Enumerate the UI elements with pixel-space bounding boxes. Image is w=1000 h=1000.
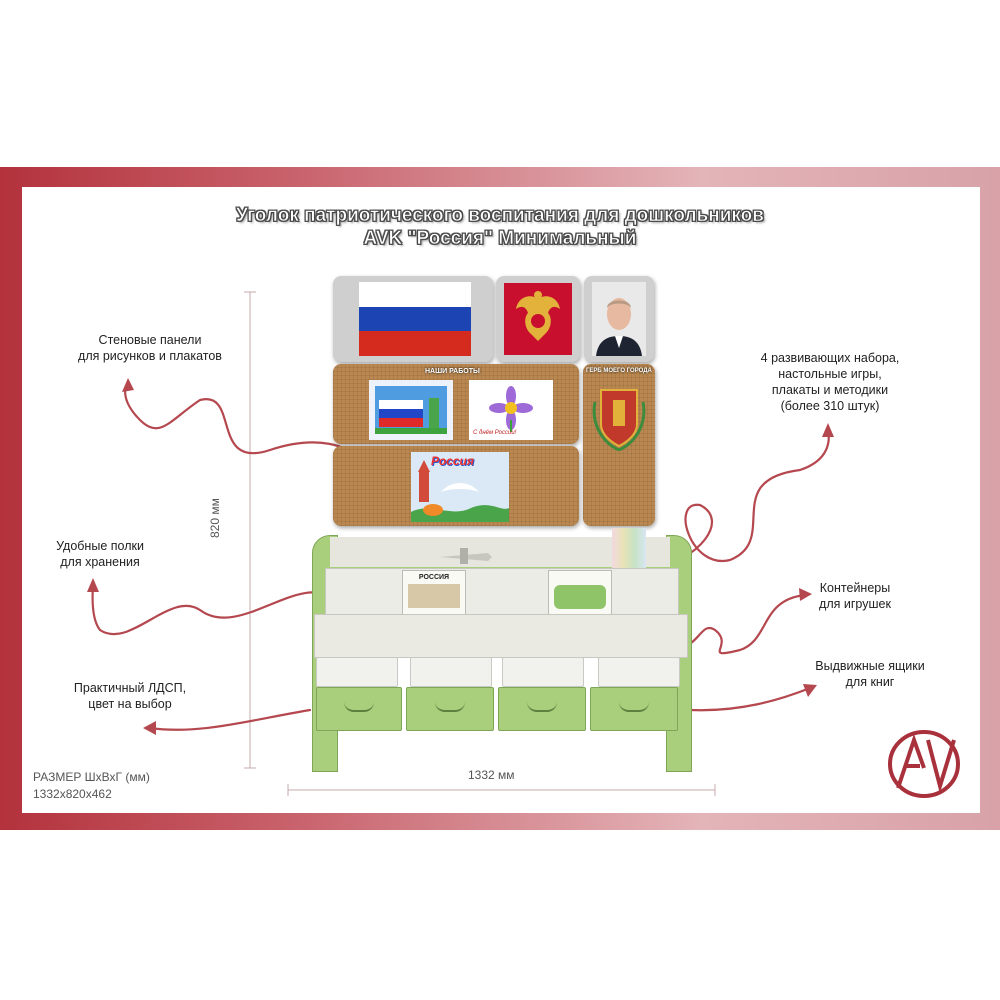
- container-1[interactable]: [316, 657, 398, 687]
- arrowhead-wall-panels: [122, 378, 134, 392]
- drawer-4[interactable]: [590, 687, 678, 731]
- label-sets-line3: плакаты и методики: [771, 383, 889, 397]
- container-4[interactable]: [598, 657, 680, 687]
- drawer-1[interactable]: [316, 687, 402, 731]
- drawing-russia-icon: [411, 452, 509, 522]
- arrowhead-containers: [799, 588, 812, 601]
- arrow-sets: [648, 428, 830, 572]
- drawer-3-handle[interactable]: [527, 702, 557, 712]
- book-map-image: [554, 585, 606, 609]
- logo-av-icon: [888, 730, 960, 798]
- label-sets-line2: настольные игры,: [778, 367, 882, 381]
- book-map: [548, 570, 612, 616]
- arrowhead-ldsp: [143, 721, 156, 735]
- dimension-width: 1332 мм: [468, 768, 515, 782]
- book-russia: РОССИЯ: [402, 570, 466, 616]
- board-our-works-title: НАШИ РАБОТЫ: [425, 368, 480, 375]
- flag-russia-icon: [359, 282, 471, 356]
- arrowhead-sets: [822, 423, 834, 437]
- panel-portrait: [584, 276, 654, 362]
- board-city-coat: ГЕРБ МОЕГО ГОРОДА: [583, 364, 655, 526]
- label-shelves-line1: Удобные полки: [56, 539, 144, 553]
- cabinet-front-rail: [314, 614, 688, 658]
- label-containers: Контейнеры для игрушек: [790, 580, 920, 612]
- drawing-card-caption: С днём России!: [473, 430, 517, 436]
- page-title-line1: Уголок патриотического воспитания для до…: [236, 205, 765, 227]
- posters-stack: [612, 528, 646, 570]
- coat-of-arms-icon: [504, 283, 572, 355]
- label-drawers-line2: для книг: [845, 675, 895, 689]
- size-label: РАЗМЕР ШхВхГ (мм): [33, 770, 150, 784]
- arrow-ldsp: [148, 708, 312, 731]
- arrowhead-drawers: [803, 684, 817, 697]
- portrait-icon: [592, 282, 646, 356]
- drawer-2[interactable]: [406, 687, 494, 731]
- board-our-works: НАШИ РАБОТЫ С днём России!: [333, 364, 579, 444]
- drawing-russia-caption: Россия: [431, 454, 474, 468]
- label-sets-line1: 4 развивающих набора,: [760, 351, 900, 365]
- book-russia-map: [408, 584, 460, 608]
- label-ldsp-line1: Практичный ЛДСП,: [73, 681, 187, 695]
- label-shelves-line2: для хранения: [60, 555, 140, 569]
- label-wall-panels: Стеновые панели для рисунков и плакатов: [55, 332, 245, 364]
- label-sets-line4: (более 310 штук): [780, 399, 880, 413]
- arrow-shelves: [91, 583, 337, 636]
- drawing-flower-icon: [469, 380, 553, 440]
- label-wall-panels-line2: для рисунков и плакатов: [78, 349, 222, 363]
- panel-flag: [333, 276, 493, 362]
- drawing-flag-icon: [369, 380, 453, 440]
- page-title-line2: AVK "Россия" Минимальный: [363, 228, 637, 250]
- label-containers-line2: для игрушек: [819, 597, 891, 611]
- label-containers-line1: Контейнеры: [819, 581, 891, 595]
- arrow-containers: [668, 593, 807, 655]
- arrow-drawers: [688, 686, 812, 712]
- size-value: 1332x820x462: [33, 787, 112, 801]
- container-2[interactable]: [410, 657, 492, 687]
- panel-coat-of-arms: [496, 276, 580, 362]
- city-coat-icon: [592, 389, 646, 452]
- arrowhead-shelves: [87, 578, 99, 592]
- board-bottom: Россия: [333, 446, 579, 526]
- label-sets: 4 развивающих набора, настольные игры, п…: [730, 350, 930, 414]
- drawer-3[interactable]: [498, 687, 586, 731]
- label-drawers-line1: Выдвижные ящики: [815, 659, 925, 673]
- dimension-lines: [244, 291, 716, 796]
- book-display-shelf: [325, 568, 679, 616]
- drawer-4-handle[interactable]: [619, 702, 649, 712]
- book-russia-title: РОССИЯ: [418, 574, 450, 581]
- callout-arrows: [91, 383, 830, 731]
- container-3[interactable]: [502, 657, 584, 687]
- drawer-1-handle[interactable]: [344, 702, 374, 712]
- label-drawers: Выдвижные ящики для книг: [795, 658, 945, 690]
- label-ldsp-line2: цвет на выбор: [88, 697, 172, 711]
- label-wall-panels-line1: Стеновые панели: [98, 333, 202, 347]
- board-city-coat-title: ГЕРБ МОЕГО ГОРОДА: [586, 368, 652, 374]
- toy-plane-icon: [440, 548, 492, 564]
- label-ldsp: Практичный ЛДСП, цвет на выбор: [50, 680, 210, 712]
- arrow-heads: [87, 378, 834, 735]
- label-shelves: Удобные полки для хранения: [25, 538, 175, 570]
- arrow-wall-panels: [124, 383, 382, 492]
- drawer-2-handle[interactable]: [435, 702, 465, 712]
